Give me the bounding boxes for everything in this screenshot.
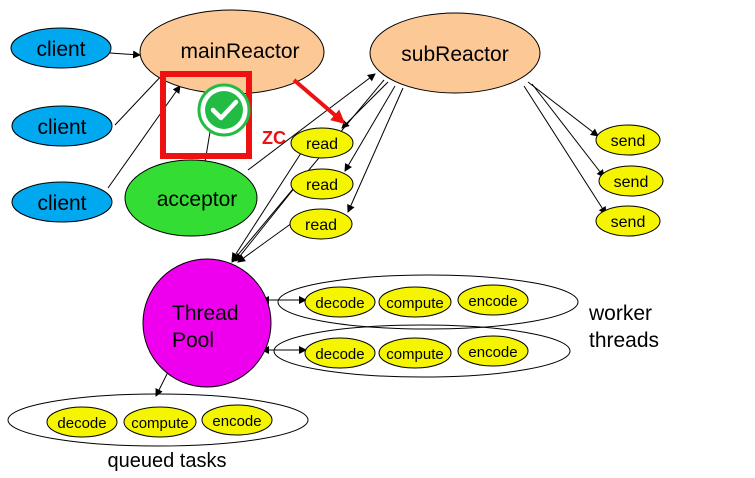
- edge-read2-pool: [235, 185, 297, 262]
- client-label: client: [37, 116, 86, 139]
- read-label: read: [306, 136, 338, 153]
- edge-sub-send1: [527, 81, 599, 137]
- read-node-1: read: [290, 127, 354, 159]
- annotation-arrow: [292, 78, 346, 124]
- edge-client2-main: [114, 71, 166, 126]
- task-compute-label: compute: [386, 295, 444, 312]
- thread-pool-node: Thread Pool: [142, 258, 272, 388]
- task-decode-label: decode: [315, 295, 364, 312]
- worker-thread-row-1: decode compute encode: [277, 274, 579, 330]
- send-label: send: [611, 214, 646, 231]
- thread-pool-label-line1: Thread: [172, 302, 239, 325]
- edge-sub-read3: [347, 87, 404, 213]
- edge-sub-send3: [523, 85, 607, 215]
- read-label: read: [305, 217, 337, 234]
- acceptor-label: acceptor: [157, 188, 238, 211]
- connectors: [107, 50, 607, 397]
- send-node-3: send: [595, 205, 661, 237]
- task-decode-label: decode: [315, 346, 364, 363]
- edge-sub-send2: [531, 83, 605, 178]
- edge-client1-main: [109, 50, 141, 59]
- task-encode-label: encode: [468, 344, 517, 361]
- edge-pool-queue: [155, 365, 172, 397]
- client-node-3: client: [11, 181, 113, 223]
- task-encode-label: encode: [468, 293, 517, 310]
- sub-reactor-node: subReactor: [369, 12, 541, 94]
- send-node-2: send: [598, 165, 664, 197]
- client-node-2: client: [11, 105, 113, 147]
- edge-sub-read1: [341, 81, 389, 129]
- worker-threads-label-line2: threads: [589, 329, 659, 352]
- send-label: send: [611, 133, 646, 150]
- read-node-3: read: [289, 208, 353, 240]
- edge-acceptor-sub: [247, 73, 376, 171]
- task-encode-label: encode: [212, 413, 261, 430]
- read-node-2: read: [290, 168, 354, 200]
- worker-thread-row-2: decode compute encode: [273, 324, 571, 378]
- sub-reactor-label: subReactor: [401, 43, 508, 66]
- queued-tasks-label: queued tasks: [108, 450, 227, 472]
- send-label: send: [614, 174, 649, 191]
- acceptor-node: acceptor: [124, 159, 258, 237]
- read-label: read: [306, 177, 338, 194]
- thread-pool-label-line2: Pool: [172, 329, 214, 352]
- edge-read3-pool: [237, 222, 293, 263]
- annotation-label: ZC: [262, 128, 286, 148]
- worker-threads-label-line1: worker: [588, 302, 652, 325]
- edge-sub-read2: [344, 85, 396, 172]
- task-compute-label: compute: [386, 346, 444, 363]
- queued-tasks-row: decode compute encode: [7, 393, 309, 447]
- check-icon: [197, 83, 251, 137]
- client-label: client: [36, 38, 85, 61]
- client-label: client: [37, 192, 86, 215]
- task-compute-label: compute: [131, 415, 189, 432]
- send-node-1: send: [595, 124, 661, 156]
- edge-client3-main: [107, 85, 181, 189]
- edge-read1-pool: [231, 149, 304, 261]
- client-node-1: client: [10, 27, 112, 69]
- task-decode-label: decode: [57, 415, 106, 432]
- main-reactor-label: mainReactor: [180, 40, 299, 63]
